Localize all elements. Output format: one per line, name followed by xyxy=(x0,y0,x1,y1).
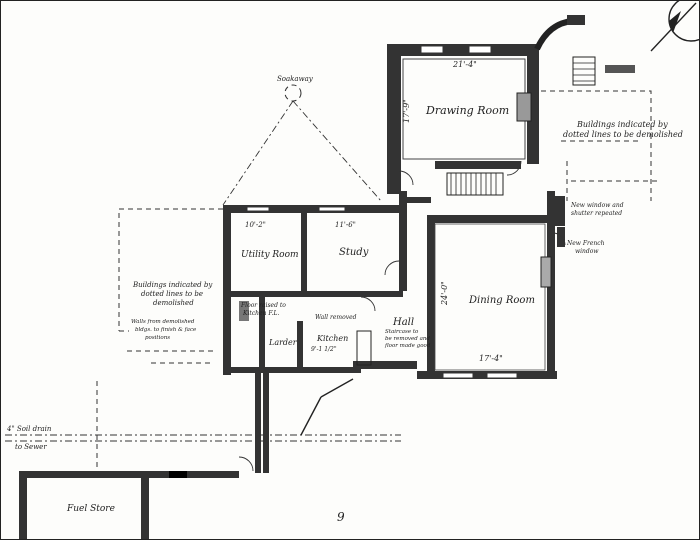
fuel-store-walls xyxy=(19,373,269,539)
garden-steps xyxy=(572,56,635,86)
note-new-window-1: New window and xyxy=(570,202,624,209)
larder-label: Larder xyxy=(268,338,298,347)
kitchen-walls xyxy=(231,297,372,373)
staircase xyxy=(446,172,504,196)
page-number: 9 xyxy=(337,510,345,524)
hall-label: Hall xyxy=(392,317,414,328)
soakaway-outline xyxy=(222,84,382,206)
dining-room-walls xyxy=(417,191,557,379)
drawing-room-walls xyxy=(387,15,585,194)
utility-room-width: 10'-2" xyxy=(245,221,266,229)
note-french-2: window xyxy=(575,248,599,255)
dining-room-height: 24'-0" xyxy=(440,281,449,306)
note-demolish-left-3: demolished xyxy=(153,299,194,307)
demolished-outline-right xyxy=(541,90,661,201)
note-floor-raised-2: Kitchen F.L. xyxy=(242,310,279,317)
soil-drain-line xyxy=(5,378,401,442)
drawing-room-height: 17'-9" xyxy=(402,99,411,123)
note-drain-2: to Sewer xyxy=(15,443,47,451)
note-hall-1: Staircase to xyxy=(385,329,419,335)
soakaway-label: Soakaway xyxy=(277,75,314,83)
hall-walls xyxy=(353,191,431,369)
north-arrow-icon xyxy=(650,1,699,52)
study-label: Study xyxy=(339,247,369,258)
note-walls-1: Walls from demolished xyxy=(131,319,195,325)
kitchen-label: Kitchen xyxy=(316,334,348,343)
utility-study-walls xyxy=(223,205,403,375)
utility-room-label: Utility Room xyxy=(241,250,299,260)
note-walls-2: bldgs. to finish & face xyxy=(135,327,197,333)
dining-room-label: Dining Room xyxy=(468,295,535,306)
note-demolish-right-1: Buildings indicated by xyxy=(576,120,668,129)
note-wall-removed: Wall removed xyxy=(315,314,357,321)
drawing-room-label: Drawing Room xyxy=(425,104,509,117)
note-demolish-right-2: dotted lines to be demolished xyxy=(563,130,683,139)
note-floor-raised-1: Floor raised to xyxy=(240,302,286,309)
study-width: 11'-6" xyxy=(335,221,356,229)
note-walls-3: positions xyxy=(145,335,170,341)
note-french-1: New French xyxy=(566,240,605,247)
dining-room-width: 17'-4" xyxy=(479,354,503,363)
fuel-store-label: Fuel Store xyxy=(66,504,115,514)
note-hall-2: be removed and xyxy=(385,336,430,342)
demolished-outline-left xyxy=(96,208,223,471)
note-demolish-left-1: Buildings indicated by xyxy=(132,281,213,289)
note-demolish-left-2: dotted lines to be xyxy=(141,290,203,298)
door-swings xyxy=(238,160,566,472)
note-hall-3: floor made good xyxy=(384,343,431,349)
kitchen-width: 9'-1 1/2" xyxy=(311,346,337,353)
note-drain-1: 4" Soil drain xyxy=(6,425,52,433)
note-new-window-2: shutter repeated xyxy=(571,210,622,217)
drawing-room-width: 21'-4" xyxy=(452,60,477,69)
